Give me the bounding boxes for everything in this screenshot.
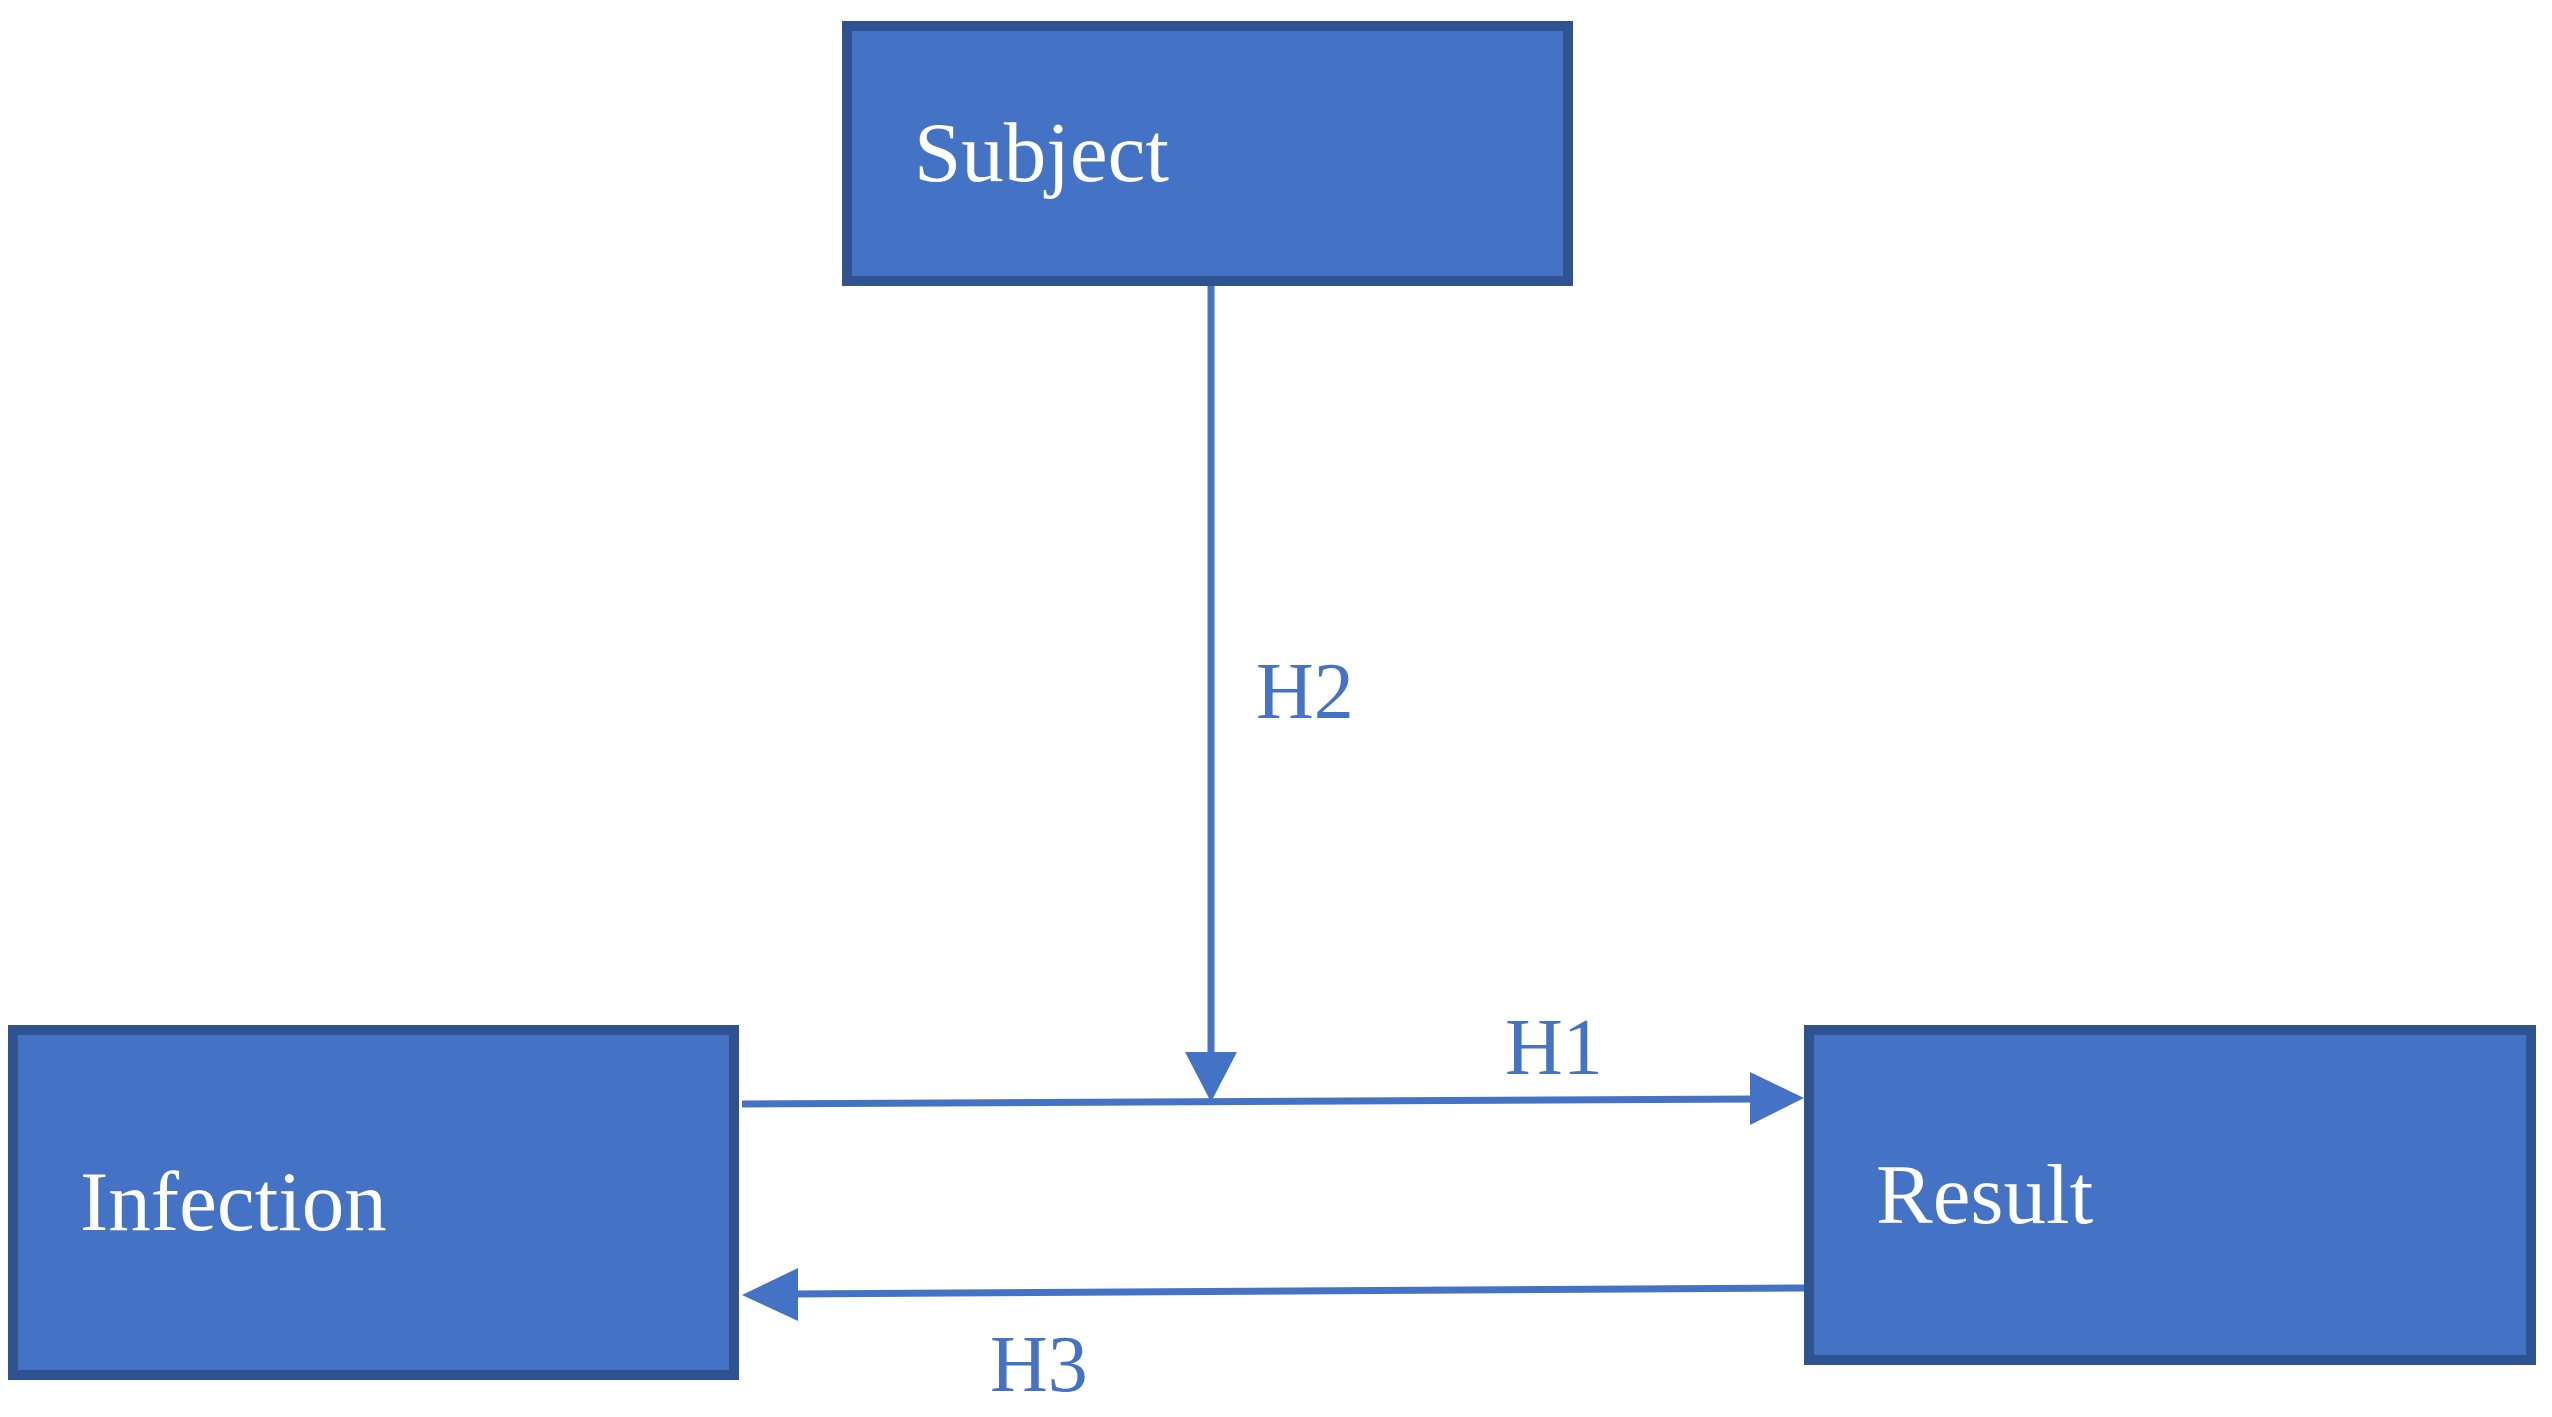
h3-arrow	[742, 1268, 1807, 1321]
h2-arrowhead-icon	[1185, 1052, 1237, 1102]
h1-arrowhead-icon	[1750, 1072, 1804, 1125]
h3-arrowhead-icon	[742, 1268, 798, 1321]
node-result: Result	[1804, 1025, 2536, 1365]
h2-arrow	[1185, 286, 1237, 1102]
edge-label-h2: H2	[1256, 648, 1354, 736]
h1-arrow-line	[741, 1095, 1759, 1108]
node-subject-label: Subject	[914, 106, 1169, 200]
h3-arrow-line	[789, 1284, 1807, 1298]
node-subject: Subject	[842, 21, 1573, 286]
node-infection-label: Infection	[80, 1155, 387, 1249]
node-infection: Infection	[8, 1025, 739, 1380]
edge-label-h1: H1	[1505, 1004, 1603, 1092]
node-result-label: Result	[1876, 1147, 2094, 1242]
edge-label-h3: H3	[990, 1321, 1088, 1409]
h1-arrow	[741, 1072, 1804, 1125]
